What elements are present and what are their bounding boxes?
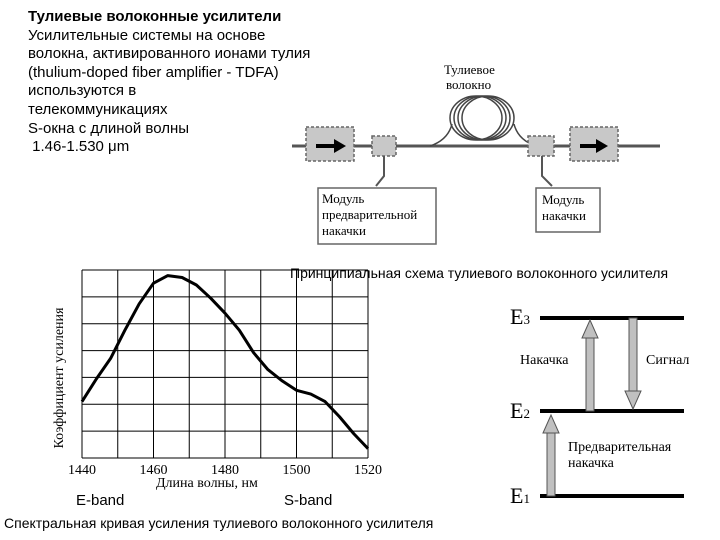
intro-line: 1.46-1.530 μm <box>28 138 130 156</box>
module-prepump-label: накачки <box>322 223 366 238</box>
x-tick-label: 1520 <box>354 463 382 478</box>
intro-line: S-окна с длиной волны <box>28 119 190 137</box>
pump-label: Накачка <box>520 353 569 368</box>
prepump-arrow <box>542 413 560 497</box>
e-band-label: E-band <box>76 492 125 509</box>
connector-1 <box>375 156 385 187</box>
prepump-label: Предварительная <box>568 440 672 455</box>
coupler-2 <box>527 135 555 157</box>
module-prepump-label: Модуль <box>322 191 365 206</box>
intro-line: Усилительные системы на основе <box>28 26 266 44</box>
level-e2-label: E2 <box>510 398 530 423</box>
module-pump-label: Модуль <box>542 192 585 207</box>
intro-line: (thulium-doped fiber amplifier - TDFA) <box>28 63 279 81</box>
output-isolator <box>569 126 619 162</box>
x-tick-label: 1500 <box>283 463 311 478</box>
intro-line: телекоммуникациях <box>28 100 168 118</box>
level-e1-label: E1 <box>510 483 530 508</box>
module-prepump-box <box>317 187 437 245</box>
x-tick-label: 1480 <box>211 463 239 478</box>
input-isolator <box>305 126 355 162</box>
signal-arrow <box>624 317 642 411</box>
module-pump-box <box>535 187 601 233</box>
x-tick-label: 1460 <box>140 463 168 478</box>
intro-text: Тулиевые волоконные усилители Усилительн… <box>28 8 310 157</box>
prepump-label: накачка <box>568 456 614 471</box>
fiber-label: волокно <box>446 77 492 92</box>
pump-arrow <box>581 318 599 412</box>
level-e3-label: E3 <box>510 304 530 329</box>
intro-title: Тулиевые волоконные усилители <box>28 8 282 25</box>
connector-2 <box>541 156 553 187</box>
gain-curve <box>80 274 370 450</box>
module-pump-label: накачки <box>542 208 586 223</box>
scheme-caption: Принципиальная схема тулиевого волоконно… <box>290 265 669 281</box>
chart-caption: Спектральная кривая усиления тулиевого в… <box>4 515 434 531</box>
intro-line: волокна, активированного ионами тулия <box>28 45 311 63</box>
signal-label: Сигнал <box>646 353 690 368</box>
module-prepump-label: предварительной <box>322 207 418 222</box>
s-band-label: S-band <box>284 492 333 509</box>
x-tick-label: 1440 <box>68 463 96 478</box>
fiber-label: Тулиевое <box>444 62 495 77</box>
intro-line: используются в <box>28 82 137 100</box>
x-axis-label: Длина волны, нм <box>156 476 258 491</box>
